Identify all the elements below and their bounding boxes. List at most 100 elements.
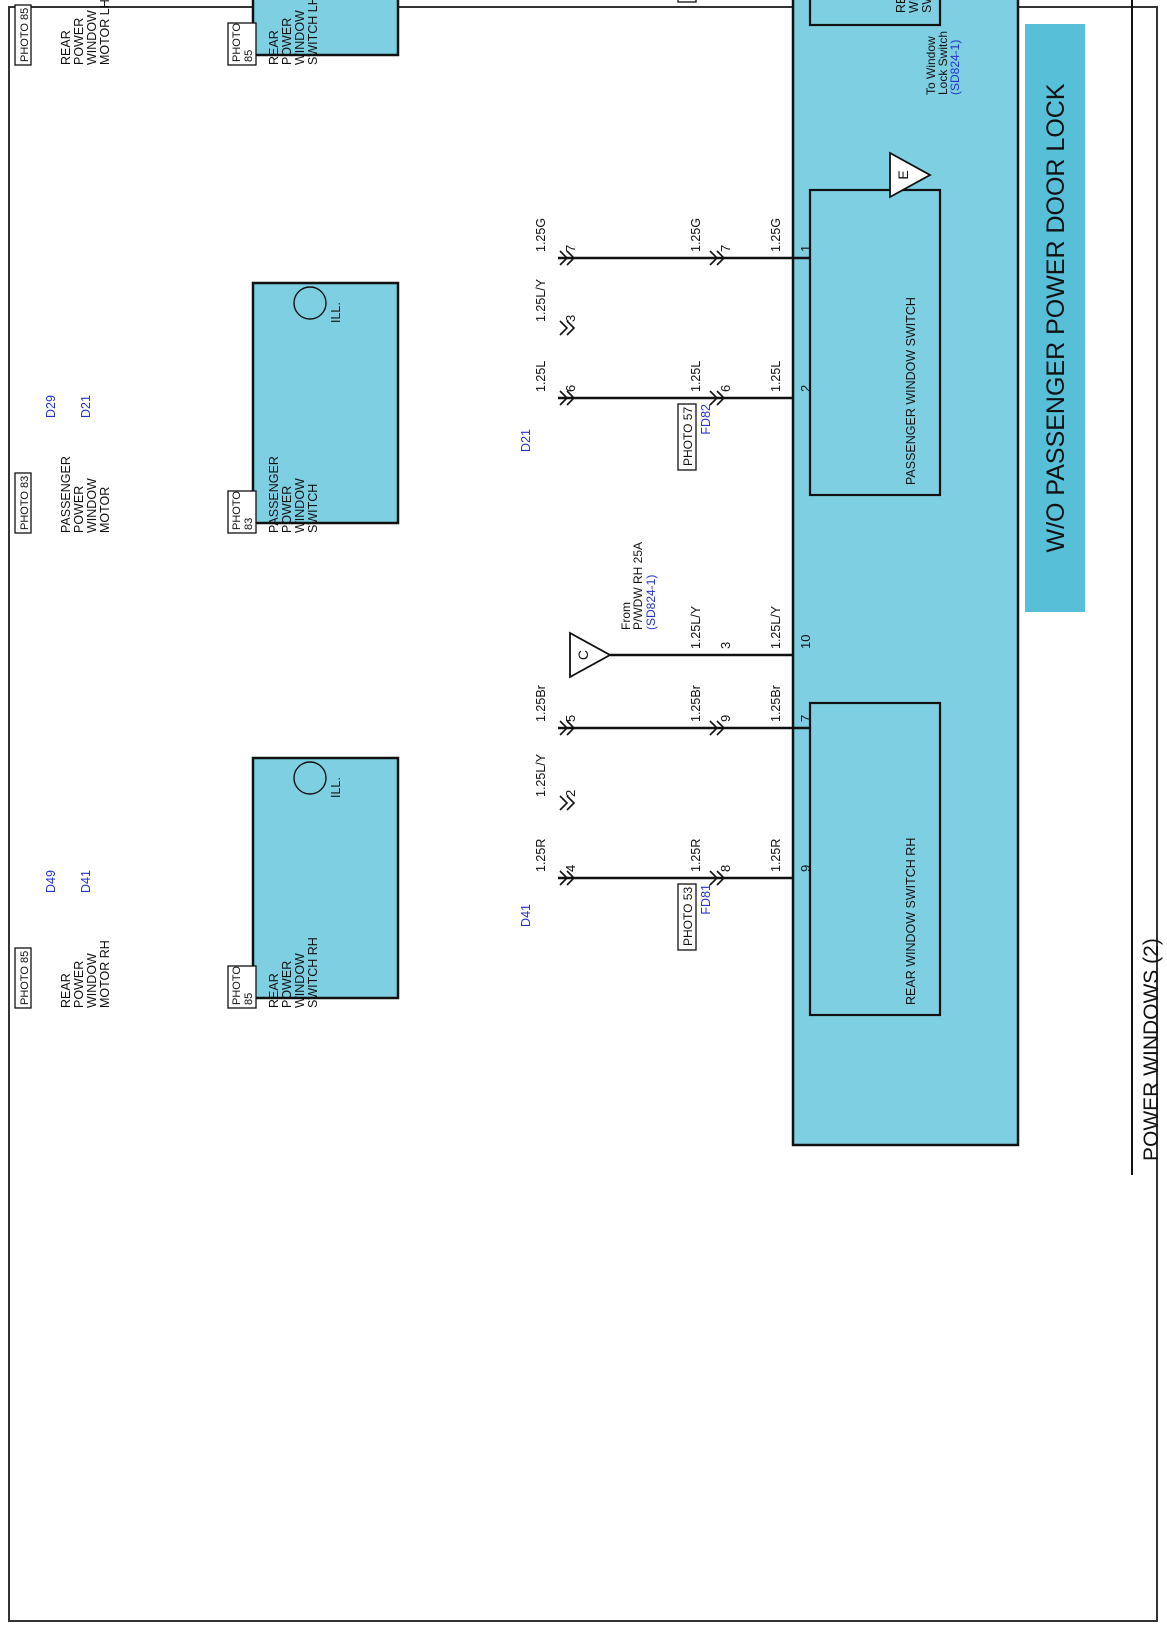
- rear-rh-main-pin-1: 9: [798, 865, 813, 872]
- rear-rh-mid-wire-label-1: 1.25R: [689, 839, 703, 872]
- passenger-mid-wire-label-0: 1.25G: [689, 218, 703, 252]
- rear-rh-switch-photo-num: 85: [243, 993, 255, 1005]
- passenger-fd-connector-0: [709, 250, 726, 266]
- rear-rh-out-connector: D41: [79, 870, 93, 893]
- ref-e-text: Lock Switch: [936, 31, 950, 95]
- rear-lh-switch-name: SWITCH LH: [306, 0, 320, 65]
- rear-rh-sw-wire-label-0: 1.25Br: [534, 685, 548, 722]
- rear-rh-door-connector-0: [559, 720, 576, 736]
- rear-rh-main-wire-label-0: 1.25Br: [769, 685, 783, 722]
- rear-lh-motor-photo: PHOTO 85: [19, 8, 31, 62]
- passenger-door-switch-block: [251, 281, 400, 525]
- rear-lh-motor-name: REAR: [59, 30, 73, 65]
- ref-c-link: (SD824-1): [644, 575, 658, 630]
- passenger-switch-name: SWITCH: [306, 484, 320, 533]
- passenger-switch-frame: [808, 188, 942, 497]
- passenger-motor-photo-box: [14, 472, 32, 534]
- passenger-switch-name: POWER: [280, 486, 294, 533]
- rear-lh-switch-name: REAR: [267, 30, 281, 65]
- rear-rh-switch-name: WINDOW: [293, 953, 307, 1008]
- schematic-rotated-canvas: POWER WINDOWS (2)SD824-2W/O PASSENGER PO…: [10, 0, 1167, 1175]
- center-mid-label: 1.25L/Y: [689, 605, 703, 649]
- rear-rh-ref-pin: 2: [563, 790, 578, 797]
- ref-e-text: To Window: [924, 36, 938, 95]
- passenger-fd-pin-1: 6: [718, 385, 733, 392]
- passenger-door-connector-1: [559, 390, 576, 406]
- rear-rh-motor-name: WINDOW: [85, 953, 99, 1008]
- rear-rh-ill-label: ILL.: [329, 777, 343, 798]
- rear-lh-switch-frame: [808, 0, 942, 27]
- passenger-motor-name: PASSENGER: [59, 456, 73, 533]
- rear-rh-switch-frame: [808, 701, 942, 1017]
- rear-rh-fd-photo-box: [677, 883, 697, 951]
- rear-rh-fd-pin-0: 9: [718, 715, 733, 722]
- passenger-sw-wire-label-1: 1.25L: [534, 361, 548, 392]
- rear-lh-switch-photo: PHOTO: [231, 23, 243, 62]
- passenger-switch-connector: D21: [519, 429, 533, 452]
- passenger-out-connector: D21: [79, 395, 93, 418]
- rear-lh-fd-photo-box: [677, 0, 697, 3]
- rear-rh-motor-photo: PHOTO 85: [19, 951, 31, 1005]
- passenger-door-pin-1: 6: [563, 385, 578, 392]
- rear-rh-fd-name: FD81: [699, 884, 713, 915]
- rear-lh-switch-name: SWITCH LH: [920, 0, 934, 13]
- passenger-switch-name: PASSENGER: [267, 456, 281, 533]
- passenger-fd-pin-0: 7: [718, 245, 733, 252]
- rear-lh-door-switch-block: [251, 0, 400, 57]
- rear-rh-motor-photo-box: [14, 947, 32, 1009]
- ref-c-text: P/WDW RH 25A: [631, 542, 645, 630]
- passenger-motor-connector: D29: [44, 395, 58, 418]
- rear-rh-fd-connector-1: [709, 870, 726, 886]
- rear-lh-motor-name: POWER: [72, 18, 86, 65]
- passenger-main-wire-label-1: 1.25L: [769, 361, 783, 392]
- rear-lh-switch-name: POWER: [280, 18, 294, 65]
- passenger-main-wire-label-0: 1.25G: [769, 218, 783, 252]
- passenger-motor-name: MOTOR: [98, 487, 112, 533]
- center-pin-main: 10: [798, 635, 813, 649]
- passenger-door-connector-0: [559, 250, 576, 266]
- ref-c-letter: C: [575, 650, 591, 660]
- rear-rh-switch-name: SWITCH RH: [306, 937, 320, 1008]
- ref-e-link: (SD824-1): [948, 40, 962, 95]
- passenger-motor-photo: PHOTO 83: [19, 476, 31, 530]
- rear-rh-motor-name: REAR: [59, 973, 73, 1008]
- rear-rh-fd-photo: PHOTO 53: [681, 887, 695, 946]
- rear-lh-switch-photo-num: 85: [243, 50, 255, 62]
- rear-rh-ref-connector: [559, 795, 576, 811]
- passenger-mid-wire-label-1: 1.25L: [689, 361, 703, 392]
- ref-e: [889, 151, 932, 199]
- passenger-motor-name: POWER: [72, 486, 86, 533]
- passenger-switch-photo-num: 83: [243, 518, 255, 530]
- passenger-fd-connector-1: [709, 390, 726, 406]
- rear-rh-motor-connector: D49: [44, 870, 58, 893]
- passenger-door-pin-0: 7: [563, 245, 578, 252]
- passenger-ref-connector: [559, 320, 576, 336]
- center-pin-fd: 3: [718, 642, 733, 649]
- rear-rh-door-pin-1: 4: [563, 865, 578, 872]
- passenger-switch-name: WINDOW: [293, 478, 307, 533]
- passenger-fd-photo: PHOTO 57: [681, 407, 695, 466]
- rear-lh-switch-name: WINDOW: [293, 10, 307, 65]
- passenger-switch-photo-box: [227, 490, 257, 534]
- passenger-main-pin-1: 2: [798, 385, 813, 392]
- rear-rh-switch-photo: PHOTO: [231, 966, 243, 1005]
- schematic-sheet: POWER WINDOWS (2)SD824-2W/O PASSENGER PO…: [8, 0, 1163, 1622]
- banner-title: W/O PASSENGER POWER DOOR LOCK: [1042, 83, 1070, 552]
- rear-rh-motor-name: MOTOR RH: [98, 940, 112, 1008]
- rear-rh-lamp-icon: [293, 761, 327, 795]
- passenger-ref-pin: 3: [563, 315, 578, 322]
- passenger-switch-photo: PHOTO: [231, 491, 243, 530]
- passenger-motor-name: WINDOW: [85, 478, 99, 533]
- passenger-fd-name: FD82: [699, 404, 713, 435]
- passenger-ref-wire-label: 1.25L/Y: [534, 278, 548, 322]
- rear-rh-door-pin-0: 5: [563, 715, 578, 722]
- rear-lh-switch-name: REAR: [894, 0, 908, 13]
- rear-rh-switch-name: POWER: [280, 961, 294, 1008]
- rear-rh-fd-connector-0: [709, 720, 726, 736]
- rear-rh-switch-name: REAR: [267, 973, 281, 1008]
- passenger-lamp-icon: [293, 286, 327, 320]
- rear-lh-switch-name: WINDOW: [907, 0, 921, 13]
- passenger-sw-wire-label-0: 1.25G: [534, 218, 548, 252]
- center-wire-label: 1.25L/Y: [769, 605, 783, 649]
- rear-rh-ref-wire-label: 1.25L/Y: [534, 753, 548, 797]
